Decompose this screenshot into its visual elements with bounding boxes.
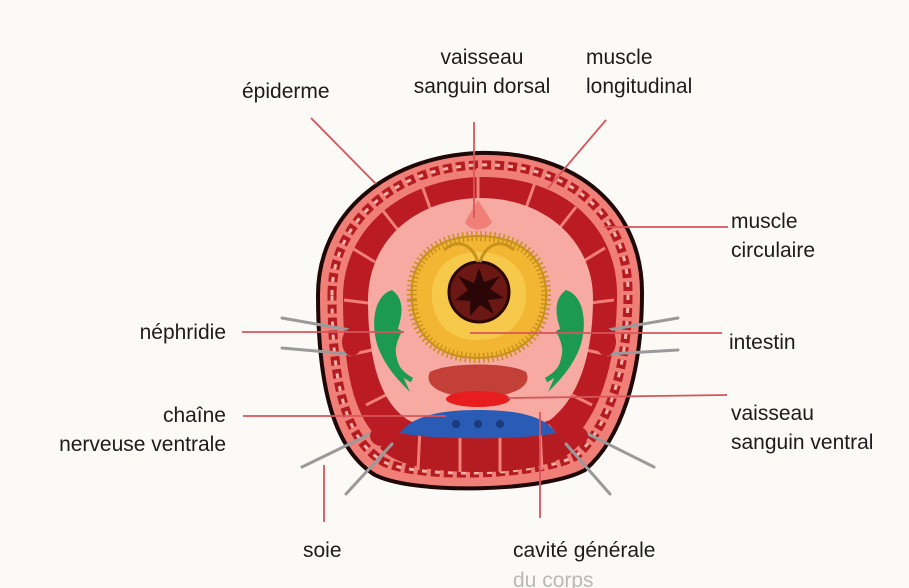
label-chaine-line2: nerveuse ventrale: [10, 430, 226, 459]
label-vaisseau-ventral-line1: vaisseau: [731, 399, 873, 428]
label-soie: soie: [303, 536, 342, 565]
label-intestin: intestin: [729, 328, 796, 357]
label-vaisseau-dorsal-line2: sanguin dorsal: [392, 72, 572, 101]
label-vaisseau-dorsal: vaisseau sanguin dorsal: [392, 43, 572, 101]
label-muscle-circulaire-line2: circulaire: [731, 236, 815, 265]
label-muscle-circulaire-line1: muscle: [731, 207, 815, 236]
label-nephridie: néphridie: [100, 318, 226, 347]
label-muscle-circulaire: muscle circulaire: [731, 207, 815, 265]
label-muscle-longitudinal-line2: longitudinal: [586, 72, 692, 101]
label-chaine-line1: chaîne: [10, 401, 226, 430]
label-muscle-longitudinal-line1: muscle: [586, 43, 692, 72]
ventral-blood-vessel: [446, 391, 510, 407]
label-epiderme: épiderme: [242, 77, 330, 106]
label-vaisseau-ventral: vaisseau sanguin ventral: [731, 399, 873, 457]
label-vaisseau-dorsal-line1: vaisseau: [392, 43, 572, 72]
label-cavite-generale-line2: du corps: [513, 566, 594, 588]
label-vaisseau-ventral-line2: sanguin ventral: [731, 428, 873, 457]
label-chaine-nerveuse: chaîne nerveuse ventrale: [10, 401, 226, 459]
label-muscle-longitudinal: muscle longitudinal: [586, 43, 692, 101]
label-cavite-generale: cavité générale: [513, 536, 655, 565]
